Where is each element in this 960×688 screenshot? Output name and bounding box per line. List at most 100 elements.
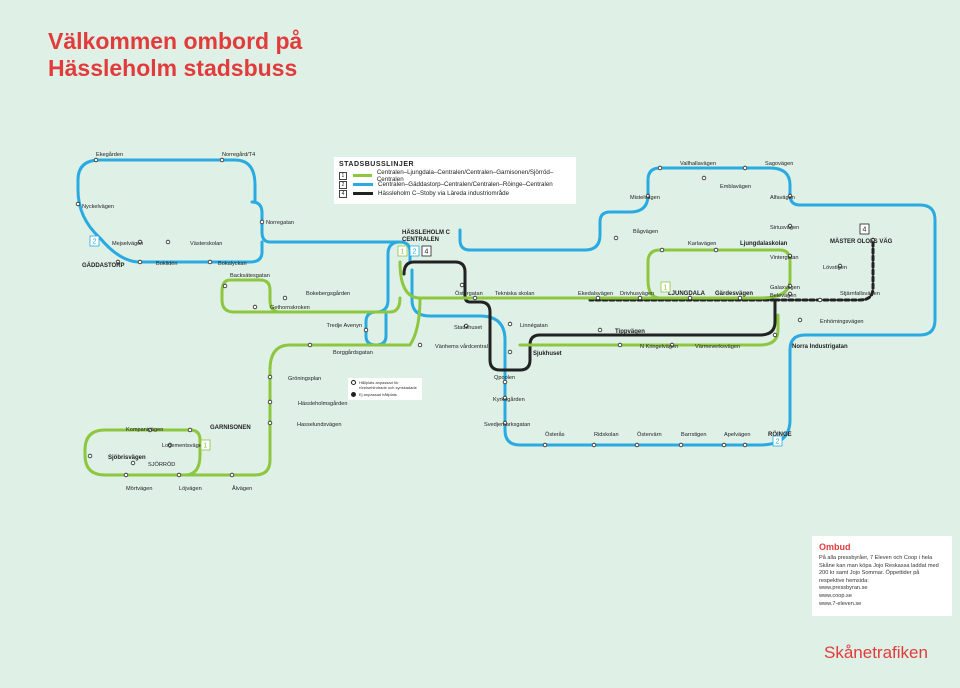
stop-marker-linnegatan (507, 321, 513, 327)
legend-num-2: 2 (339, 180, 347, 189)
legend-text-4: Hässleholm C–Stoby via Läreda industriom… (378, 190, 510, 197)
ombud-title: Ombud (819, 542, 851, 552)
line-4 (402, 260, 777, 372)
stop-marker-ridskolan (591, 442, 597, 448)
stop-label-n-kringelvagen: N Kringelvägen (640, 344, 678, 350)
stop-label-norregard: Norregård/T4 (222, 151, 255, 158)
stop-label-mejselvagen: Mejselvägen (112, 241, 143, 247)
stop-marker-boklidén (137, 259, 143, 265)
stop-label-master-olofs: MÄSTER OLOFS VÄG (830, 238, 893, 245)
stop-marker-gethornskroken (252, 304, 258, 310)
stop-label-logementsvagen: Logementsvägen (162, 443, 205, 449)
stop-marker-logementsvagen (167, 442, 173, 448)
stop-marker-hassleholmsgarden (267, 399, 273, 405)
filled-stop-icon (351, 392, 356, 397)
ombud-link-pressbyran[interactable]: www.pressbyran.se (819, 585, 868, 592)
badge-roinge: 2 (776, 439, 780, 446)
stop-marker-sagovagen (742, 165, 748, 171)
stop-label-hassleholmsgarden: Hässleholmsgården (298, 400, 347, 407)
stop-marker-kompanivagen (147, 427, 153, 433)
stop-marker-vanhems (417, 342, 423, 348)
legend-row-line-2: 2 Centralen–Gäddastorp–Centralen/Central… (339, 180, 571, 189)
stop-label-stjarnfallsvagen: Stjärnfallsvägen (840, 291, 880, 297)
central-badge-1-box (397, 245, 408, 257)
stop-marker-backsatesgatan (222, 283, 228, 289)
stop-label-backsatesgatan: Backsätesgatan (230, 273, 270, 279)
stop-label-lovstigen: Lövstigen (823, 265, 847, 271)
stop-label-gaddastorp: GÄDDASTORP (82, 262, 125, 269)
stop-marker-svedjemarksgatan (502, 420, 508, 426)
stop-label-roinge: RÖINGE (768, 431, 792, 438)
ombud-text: På alla pressbyråer, 7 Eleven och Coop i… (819, 555, 939, 584)
stop-marker-varmeverksvagen (669, 342, 675, 348)
legend-swatch-1 (352, 174, 372, 177)
stop-label-alfavagen: Alfavägen (770, 195, 795, 201)
ombud-link-7eleven[interactable]: www.7-eleven.se (819, 600, 862, 607)
title-line-1: Välkommen ombord på (48, 28, 303, 54)
stop-label-ljungdalaskolan: Ljungdalaskolan (740, 241, 788, 247)
stop-label-vintergatan: Vintergatan (770, 255, 799, 261)
stop-label-galaxvagen: Galaxvägen (770, 285, 800, 291)
stop-marker-roinge (742, 442, 748, 448)
stop-label-garnisonen: GARNISONEN (210, 425, 251, 431)
stop-label-kyrkogarden: Kyrkogården (493, 396, 525, 403)
stop-marker-bokalyckan (207, 259, 213, 265)
stop-label-mortvagen: Mörtvägen (126, 486, 152, 492)
stop-label-ljungdala: LJUNGDALA (668, 291, 706, 297)
central-badge-1: 1 (401, 249, 405, 256)
stop-marker-borggardsgatan (307, 342, 313, 348)
stop-label-bokalyckan: Bokalyckan (218, 261, 247, 267)
stop-marker-gardesvagen (737, 295, 743, 301)
stop-label-mistelvagen: Mistelvägen (630, 195, 660, 201)
stop-label-tekniska-skolan: Tekniska skolan (495, 291, 535, 297)
stop-label-boklidén: Boklidén (156, 261, 177, 267)
legend-box: STADSBUSSLINJER 1 Centralen–Ljungdala–Ce… (334, 157, 576, 204)
stop-label-belevagen: Belevägen (770, 293, 796, 299)
stop-label-kompanivagen: Kompanivägen (126, 427, 163, 433)
stop-label-gardesvagen: Gärdesvägen (715, 291, 753, 297)
stop-label-osteras: Österås (545, 431, 565, 438)
stop-label-emblavagen: Emblavägen (720, 184, 751, 190)
central-badge-4: 4 (425, 249, 429, 256)
badge-garnisonen-box (200, 439, 211, 451)
line-1-east (518, 313, 780, 347)
stop-marker-ekedalsvagen (595, 295, 601, 301)
legend-num-1: 1 (339, 171, 347, 180)
key-row-accessible: Hållplats anpassad för rörelsehindrade o… (351, 380, 419, 390)
stop-marker-norregatan (259, 219, 265, 225)
stop-label-bokebergsgarden: Bokebergsgården (306, 290, 350, 297)
stop-marker-norra-industrigatan (772, 332, 778, 338)
central-badge-2: 2 (413, 249, 417, 256)
stop-label-vallhallavagen: Vallhallavägen (680, 161, 716, 167)
stop-marker-lovstigen (837, 263, 843, 269)
legend-swatch-4 (353, 192, 373, 195)
legend-num-4: 4 (339, 189, 347, 198)
stop-label-tredje-avenyn: Tredje Avenyn (327, 323, 362, 329)
stop-marker-sjukhuset (507, 349, 513, 355)
page-title: Välkommen ombord på Hässleholm stadsbuss (48, 28, 302, 82)
stop-marker-apelvagen (721, 442, 727, 448)
badge-gaddastorp: 2 (93, 239, 97, 246)
stop-marker-garnisonen (187, 427, 193, 433)
stop-marker-mistelvagen (645, 193, 651, 199)
stop-marker-bagvagen (613, 235, 619, 241)
stops-layer (75, 157, 876, 478)
badge-roinge-box (772, 435, 783, 447)
stop-marker-nyckelvagen (75, 201, 81, 207)
stop-marker-tredje-avenyn (363, 327, 369, 333)
legend-text-1: Centralen–Ljungdala–Centralen/Centralen–… (376, 168, 554, 183)
badge-master-olofs-box (859, 223, 870, 235)
stop-label-ostervarn: Östervärn (637, 431, 662, 438)
stop-marker-mortvagen (123, 472, 129, 478)
stop-marker-stadshuset (463, 323, 469, 329)
stop-marker-siriusvagen (787, 223, 793, 229)
stop-label-barrstigen: Barrstigen (681, 432, 707, 438)
stop-marker-sjorrod (130, 460, 136, 466)
ombud-link-coop[interactable]: www.coop.se (819, 592, 852, 599)
stop-label-vanhems: Vänhems vårdcentral (435, 343, 488, 350)
badge-ljungdala: 1 (664, 285, 668, 292)
stop-label-borggardsgatan: Borggårdsgatan (333, 349, 373, 356)
stop-label-enhorningsvagen: Enhörningsvägen (820, 319, 864, 325)
stop-marker-enhorningsvagen (797, 317, 803, 323)
